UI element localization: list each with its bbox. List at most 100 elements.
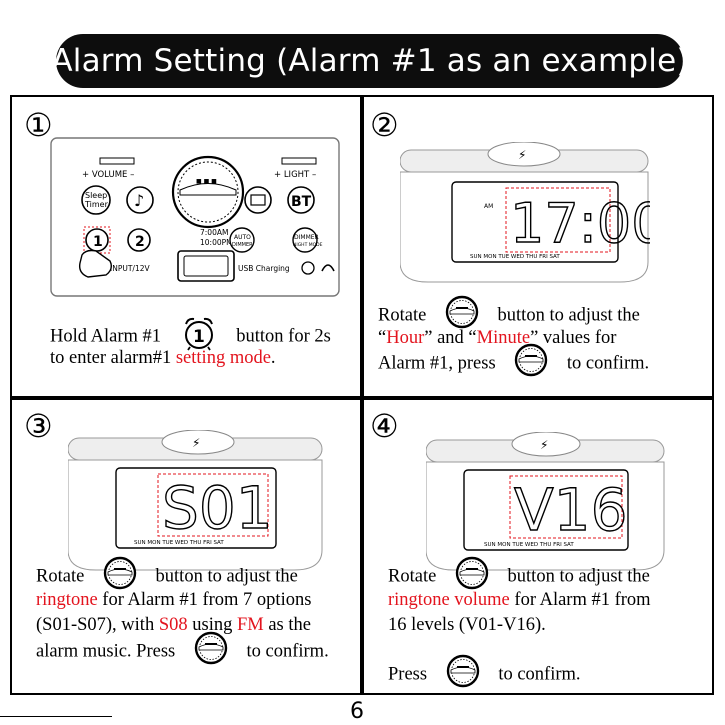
clock-display-step3: ⚡ S01 SUN MON TUE WED THU FRI SAT xyxy=(68,430,323,571)
alarm-time-2: 10:00PM xyxy=(200,238,233,247)
step-3-text-segment: as the xyxy=(263,615,311,635)
sleep-timer-button[interactable] xyxy=(81,185,111,215)
knob-icon xyxy=(445,295,479,329)
step-4-text-segment: for Alarm #1 from xyxy=(509,590,651,610)
title-banner: Alarm Setting (Alarm #1 as an example) xyxy=(51,34,689,88)
step-1-text-segment: setting mode xyxy=(175,348,271,368)
step-3-text-segment: button to adjust the xyxy=(150,566,298,587)
svg-text:AUTO: AUTO xyxy=(234,234,251,241)
weekdays-step2: SUN MON TUE WED THU FRI SAT xyxy=(470,254,560,260)
step-3-text-segment: Rotate xyxy=(36,566,89,587)
alarm2-button[interactable] xyxy=(127,228,151,252)
display-digits-step2: 17:00 xyxy=(510,192,650,255)
dimmer-button[interactable] xyxy=(292,227,318,253)
alarm-time-1: 7:00AM xyxy=(200,228,228,237)
step-1-panel: ① + VOLUME – + LIGHT – ■ ■ ■ Sleep Timer… xyxy=(12,97,360,396)
step-2-text-segment: Hour xyxy=(386,328,425,348)
am-indicator: AM xyxy=(484,203,493,210)
step-3-text-line-4: alarm music. Press to confirm. xyxy=(36,631,329,665)
step-2-text-segment: ” values for xyxy=(530,328,617,348)
bt-button[interactable] xyxy=(287,186,315,214)
knob-icon xyxy=(515,343,548,377)
step-2-text-segment: to confirm. xyxy=(562,353,650,374)
svg-text:INPUT/12V: INPUT/12V xyxy=(110,264,150,273)
svg-text:BT: BT xyxy=(291,194,312,210)
step-4-text-segment: to confirm. xyxy=(493,664,581,685)
step-2-text-line-2: “Hour” and “Minute” values for xyxy=(378,327,616,351)
control-panel-illustration: + VOLUME – + LIGHT – ■ ■ ■ Sleep Timer ♪… xyxy=(50,137,340,297)
knob-icon xyxy=(446,654,479,688)
step-2-text-segment: button to adjust the xyxy=(492,305,640,326)
step-1-number: ① xyxy=(24,106,53,144)
svg-text:DIMMER: DIMMER xyxy=(294,234,319,241)
step-4-panel: ④ ⚡ V16 SUN MON TUE WED THU FRI SAT Rota… xyxy=(364,400,712,693)
clock-display-step4: ⚡ V16 SUN MON TUE WED THU FRI SAT xyxy=(426,432,665,571)
step-4-text-segment: Rotate xyxy=(388,566,441,587)
wireless-charge-icon: ⚡ xyxy=(540,438,548,452)
step-3-text-line-2: ringtone for Alarm #1 from 7 options xyxy=(36,589,311,613)
step-3-text-segment: for Alarm #1 from 7 options xyxy=(97,590,312,610)
step-3-text-segment: to confirm. xyxy=(241,641,329,662)
step-3-text-segment: alarm music. Press xyxy=(36,641,180,662)
panel-divider-vertical xyxy=(360,95,364,695)
svg-text:Sleep: Sleep xyxy=(85,191,107,200)
step-2-number: ② xyxy=(370,106,399,144)
weekdays-step4: SUN MON TUE WED THU FRI SAT xyxy=(484,542,574,548)
step-1-text-segment: Hold Alarm #1 xyxy=(50,326,166,347)
step-4-text-segment: 16 levels (V01-V16). xyxy=(388,615,546,635)
step-3-number: ③ xyxy=(24,407,53,445)
panel-divider-horizontal xyxy=(10,396,714,400)
knob-icon xyxy=(194,631,228,665)
step-4-number: ④ xyxy=(370,407,399,445)
step-4-text-line-1: Rotate button to adjust the xyxy=(388,556,650,590)
step-3-text-segment: using xyxy=(187,615,237,635)
step-2-text-segment: Rotate xyxy=(378,305,431,326)
step-4-text-segment: Press xyxy=(388,664,432,685)
svg-text:1: 1 xyxy=(93,234,103,250)
footer-rule xyxy=(0,716,112,717)
step-4-text-segment: ringtone volume xyxy=(388,590,510,610)
clock-display-step2: ⚡ AM 17:00 SUN MON TUE WED THU FRI SAT xyxy=(400,142,650,283)
step-1-text-segment: . xyxy=(270,348,276,368)
svg-text:USB Charging: USB Charging xyxy=(238,264,290,273)
step-2-panel: ② ⚡ AM 17:00 SUN MON TUE WED THU FRI SAT… xyxy=(364,97,712,396)
svg-text:2: 2 xyxy=(135,234,145,250)
wireless-charge-icon: ⚡ xyxy=(192,436,200,450)
step-4-text-line-3: 16 levels (V01-V16). xyxy=(388,614,546,638)
step-1-text-line-2: to enter alarm#1 setting mode. xyxy=(50,347,276,371)
step-4-text-segment: button to adjust the xyxy=(502,566,650,587)
step-4-text-line-2: ringtone volume for Alarm #1 from xyxy=(388,589,651,613)
svg-text:1: 1 xyxy=(193,327,205,347)
music-note-icon: ♪ xyxy=(134,191,144,210)
svg-text:NIGHT MODE: NIGHT MODE xyxy=(293,242,323,248)
step-1-text-line-1: Hold Alarm #1 1 button for 2s xyxy=(50,317,331,351)
step-2-text-segment: Alarm #1, press xyxy=(378,353,501,374)
display-digits-step3: S01 xyxy=(162,474,273,542)
wireless-charge-icon: ⚡ xyxy=(518,148,526,162)
knob-icon xyxy=(103,556,137,590)
alarm1-button-icon: 1 xyxy=(184,317,213,351)
step-3-text-line-1: Rotate button to adjust the xyxy=(36,556,298,590)
step-3-text-segment: FM xyxy=(236,615,264,635)
pressing-hand-icon xyxy=(78,249,113,278)
light-label: + LIGHT – xyxy=(274,170,316,180)
step-3-text-segment: S08 xyxy=(158,615,188,635)
step-2-text-line-1: Rotate button to adjust the xyxy=(378,295,640,329)
display-digits-step4: V16 xyxy=(514,476,627,544)
weekdays-step3: SUN MON TUE WED THU FRI SAT xyxy=(134,540,224,546)
radio-button[interactable] xyxy=(244,186,272,214)
svg-text:Timer: Timer xyxy=(84,200,109,209)
page-title: Alarm Setting (Alarm #1 as an example) xyxy=(51,43,689,79)
step-4-text-line-5: Press to confirm. xyxy=(388,654,581,688)
step-1-text-segment: button for 2s xyxy=(231,326,331,347)
step-3-text-line-3: (S01-S07), with S08 using FM as the xyxy=(36,614,311,638)
step-2-text-segment: “ xyxy=(378,328,387,348)
step-1-text-segment: to enter alarm#1 xyxy=(50,348,176,368)
knob-label: ■ ■ ■ xyxy=(196,178,217,185)
step-2-text-segment: Minute xyxy=(476,328,531,348)
auto-dimmer-button[interactable] xyxy=(229,227,255,253)
step-2-text-line-3: Alarm #1, press to confirm. xyxy=(378,343,650,377)
step-3-text-segment: ringtone xyxy=(36,590,98,610)
step-3-panel: ③ ⚡ S01 SUN MON TUE WED THU FRI SAT Rota… xyxy=(12,400,360,693)
music-button[interactable] xyxy=(126,186,154,214)
